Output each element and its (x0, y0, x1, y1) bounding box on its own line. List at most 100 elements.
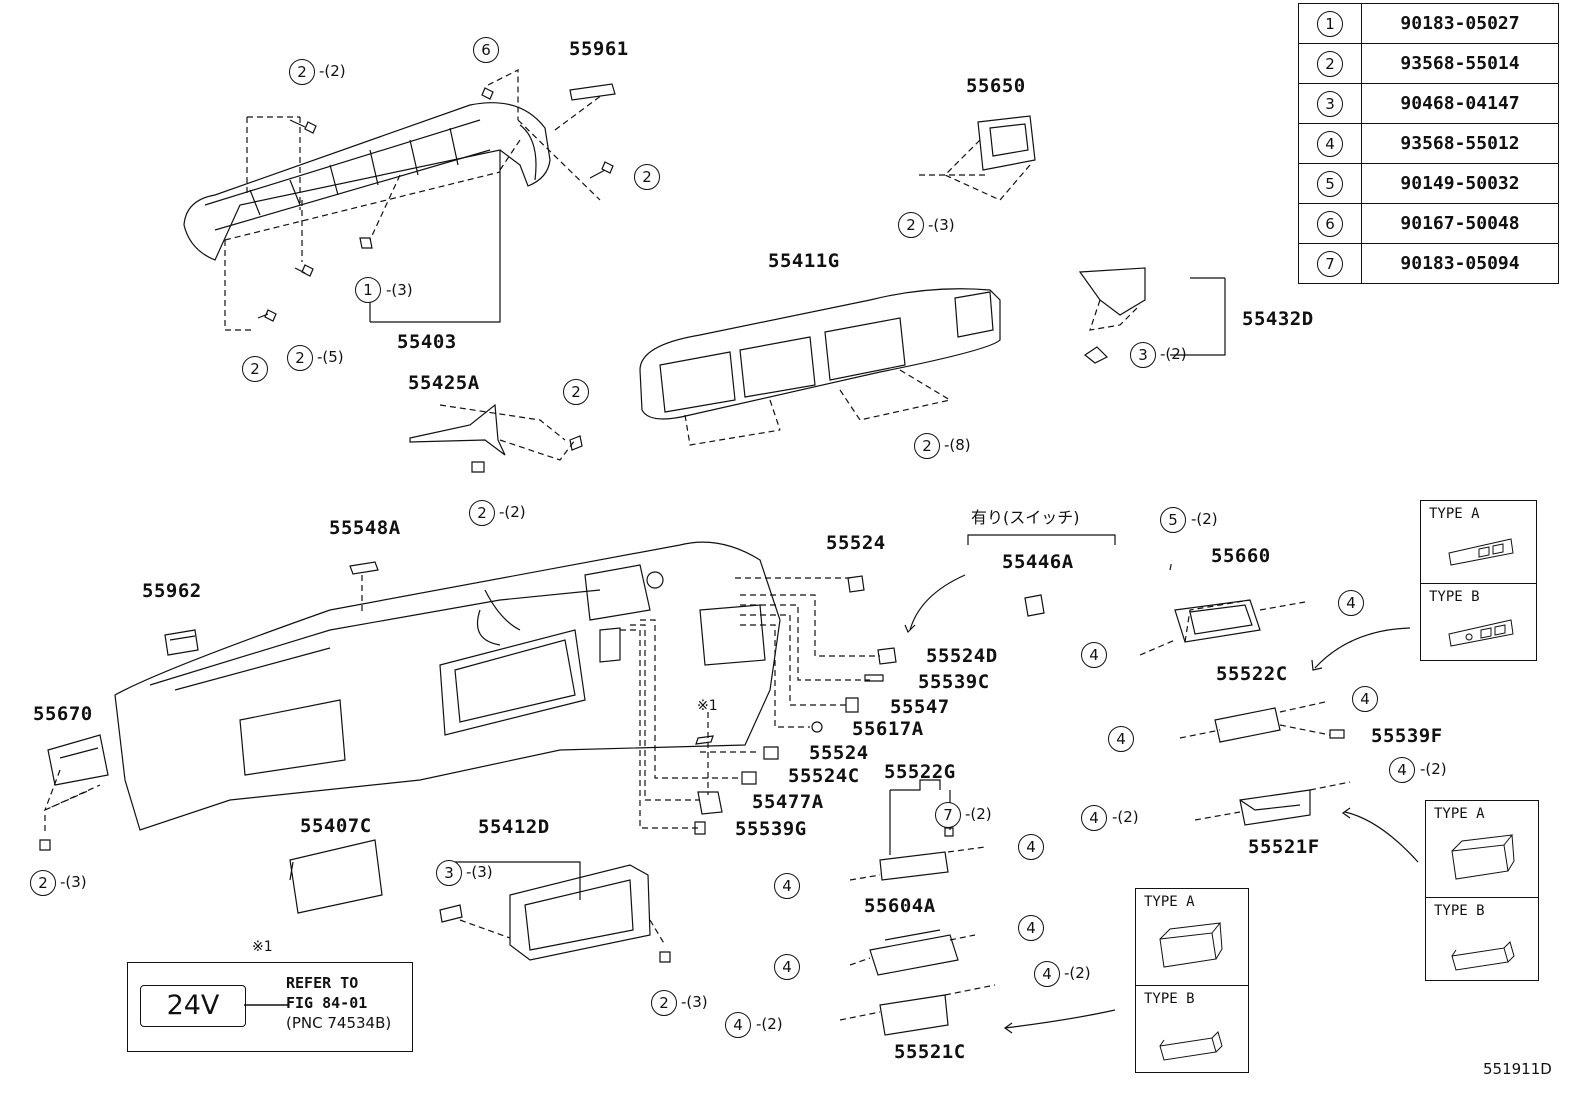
type-b-cell: TYPE B (1426, 898, 1538, 980)
bracket-55425A-shape (409, 403, 583, 473)
small-parts (39, 561, 1045, 851)
fastener-qty: -(2) (965, 805, 992, 823)
legend-row: 6 90167-50048 (1298, 203, 1559, 244)
legend-key-cell: 1 (1298, 3, 1362, 44)
callout-arrows (904, 574, 1419, 1034)
fastener-callout-2: 2 (563, 379, 589, 405)
legend-part-number: 93568-55012 (1361, 123, 1559, 164)
part-label-55412D: 55412D (478, 816, 550, 838)
fastener-callout-2: 2 (289, 59, 315, 85)
fastener-callout-4: 4 (1018, 834, 1044, 860)
fastener-callout-4: 4 (774, 954, 800, 980)
legend-key-cell: 4 (1298, 123, 1362, 164)
instrument-panel-upper-garnish (183, 102, 551, 261)
fastener-qty: -(3) (681, 993, 708, 1011)
part-label-55524-lower: 55524 (809, 742, 869, 764)
fastener-callout-3: 3 (436, 860, 462, 886)
fastener-callout-4: 4 (725, 1012, 751, 1038)
fastener-qty: -(2) (1112, 808, 1139, 826)
reference-mark: ※1 (697, 698, 718, 714)
voltage-badge: 24V (140, 985, 246, 1027)
part-label-55524-top: 55524 (826, 532, 886, 554)
fastener-qty: -(2) (499, 503, 526, 521)
fastener-qty: -(2) (319, 62, 346, 80)
legend-key-number: 6 (1317, 210, 1343, 237)
legend-key-cell: 2 (1298, 43, 1362, 84)
legend-part-number: 90167-50048 (1361, 203, 1559, 244)
fastener-callout-6: 6 (473, 37, 499, 63)
type-a-switch-icon (1448, 538, 1514, 566)
legend-key-number: 7 (1317, 250, 1343, 277)
part-label-55617A: 55617A (852, 718, 924, 740)
note-connector-line (244, 1004, 288, 1006)
part-label-55425A: 55425A (408, 372, 480, 394)
fastener-callout-2: 2 (914, 433, 940, 459)
screw-shapes (257, 87, 614, 322)
part-label-55539C: 55539C (918, 671, 990, 693)
legend-part-number: 93568-55014 (1361, 43, 1559, 84)
instrument-panel-body (114, 541, 781, 831)
part-label-55477A: 55477A (752, 791, 824, 813)
fastener-qty: -(8) (944, 436, 971, 454)
part-label-55524D: 55524D (926, 645, 998, 667)
vent-55650-shape (915, 115, 1036, 201)
type-b-switch-icon (1448, 619, 1514, 647)
switch-equipped-note: 有り(スイッチ) (971, 508, 1080, 527)
refer-line-1: REFER TO (286, 974, 359, 992)
fastener-callout-2: 2 (469, 500, 495, 526)
fastener-callout-2: 2 (898, 212, 924, 238)
type-b-label: TYPE B (1144, 991, 1195, 1007)
part-label-55411G: 55411G (768, 250, 840, 272)
fastener-qty: -(2) (1420, 760, 1447, 778)
part-label-55670: 55670 (33, 703, 93, 725)
legend-key-number: 3 (1317, 90, 1343, 117)
type-a-pocket-icon (1159, 922, 1223, 968)
legend-key-number: 4 (1317, 130, 1343, 157)
part-label-55446A: 55446A (1002, 551, 1074, 573)
part-label-55407C: 55407C (300, 815, 372, 837)
bracket-55432D-shape (1078, 267, 1226, 364)
fastener-callout-4: 4 (1018, 915, 1044, 941)
fastener-callout-4: 4 (1081, 805, 1107, 831)
part-label-55521C: 55521C (894, 1041, 966, 1063)
fastener-callout-4: 4 (774, 873, 800, 899)
legend-key-cell: 5 (1298, 163, 1362, 204)
part-label-55539F: 55539F (1371, 725, 1443, 747)
pnc-reference: (PNC 74534B) (286, 1014, 392, 1032)
fastener-callout-1: 1 (355, 277, 381, 303)
type-b-label: TYPE B (1429, 589, 1480, 605)
legend-key-cell: 7 (1298, 243, 1362, 284)
legend-key-cell: 6 (1298, 203, 1362, 244)
fastener-qty: -(5) (317, 348, 344, 366)
type-a-cell: TYPE A (1426, 801, 1538, 898)
55403-bracket (369, 150, 501, 323)
type-box-55521c: TYPE A TYPE B (1135, 888, 1249, 1073)
fastener-callout-4: 4 (1352, 686, 1378, 712)
note-box-mark: ※1 (252, 939, 273, 955)
fastener-callout-2: 2 (651, 990, 677, 1016)
ashtray-55604A-shape (849, 929, 976, 976)
fastener-callout-2: 2 (242, 356, 268, 382)
fastener-qty: -(2) (756, 1015, 783, 1033)
24v-reference-note-box: 24V REFER TO FIG 84-01 (PNC 74534B) (127, 962, 413, 1052)
fastener-callout-4: 4 (1338, 590, 1364, 616)
part-label-55650: 55650 (966, 75, 1026, 97)
cluster-bezel-55411G-shape (639, 288, 1001, 446)
type-box-55521f: TYPE A TYPE B (1425, 800, 1539, 981)
part-label-55403: 55403 (397, 331, 457, 353)
part-label-55548A: 55548A (329, 517, 401, 539)
part-55961-shape (569, 83, 616, 101)
fastener-callout-3: 3 (1130, 342, 1156, 368)
legend-row: 3 90468-04147 (1298, 83, 1559, 124)
part-label-55604A: 55604A (864, 895, 936, 917)
type-b-cell: TYPE B (1421, 584, 1536, 660)
part-label-55961: 55961 (569, 38, 629, 60)
legend-part-number: 90468-04147 (1361, 83, 1559, 124)
type-b-pocket-icon (1159, 1031, 1223, 1061)
part-label-55660: 55660 (1211, 545, 1271, 567)
